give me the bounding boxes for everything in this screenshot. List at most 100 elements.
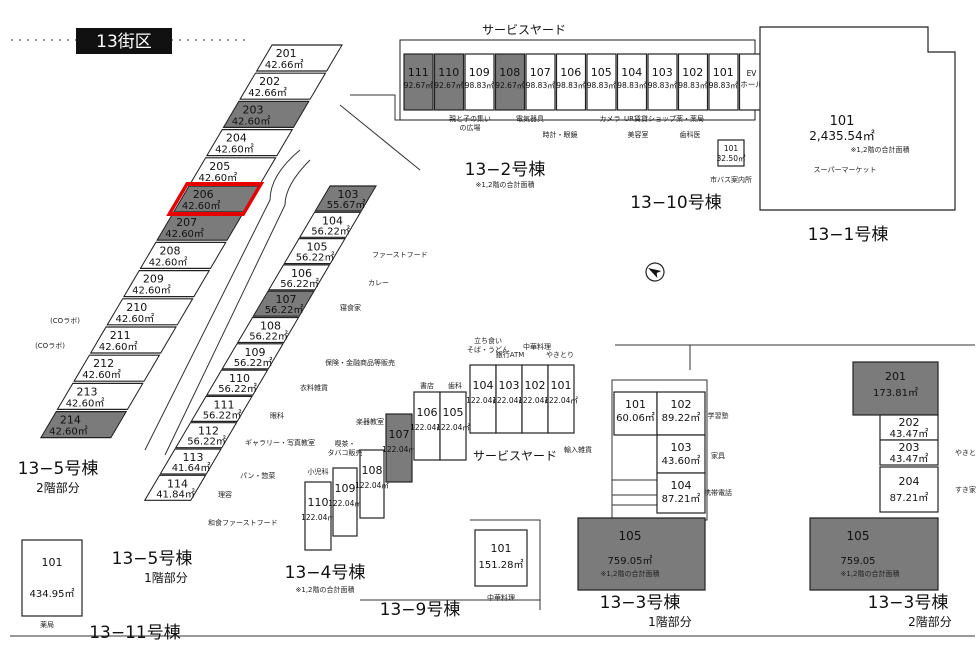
unit-13-1-101[interactable] [759, 26, 956, 211]
unit-area: 2,435.54㎡ [809, 129, 874, 143]
unit-13-2-102[interactable] [677, 53, 709, 111]
unit-number: 202 [259, 75, 280, 88]
highlight-box [166, 182, 265, 216]
unit-13-5-201[interactable] [255, 44, 343, 72]
unit-13-5-104[interactable] [298, 211, 362, 238]
unit-13-5-214[interactable] [39, 411, 128, 439]
unit-area: 122.04㎡ [355, 481, 389, 490]
unit-13-2-105[interactable] [586, 53, 617, 111]
unit-13-2-107[interactable] [525, 53, 556, 111]
unit-13-10-101[interactable] [717, 139, 745, 167]
unit-13-11-101[interactable] [21, 539, 83, 617]
unit-13-2-103[interactable] [647, 53, 678, 111]
unit-13-2-104[interactable] [616, 53, 648, 111]
tenant-label: 歯科 [448, 381, 462, 390]
unit-area: 42.60㎡ [165, 228, 204, 240]
unit-13-3-204[interactable] [879, 466, 939, 513]
unit-13-4-108[interactable] [359, 449, 385, 519]
unit-13-5-114[interactable] [143, 474, 207, 501]
unit-area: 56.22㎡ [218, 383, 257, 395]
service-yard-label: サービスヤード [473, 449, 557, 463]
unit-13-2-111[interactable] [403, 53, 434, 111]
unit-13-3-103[interactable] [656, 434, 706, 474]
unit-13-5-209[interactable] [122, 270, 211, 298]
unit-13-4-105[interactable] [439, 391, 467, 461]
unit-13-2-101[interactable] [708, 53, 739, 111]
unit-number: 104 [621, 66, 642, 79]
unit-13-5-110[interactable] [205, 369, 269, 396]
unit-13-3-104[interactable] [656, 472, 706, 514]
building-13-5: 20142.66㎡20242.66㎡20342.60㎡20442.60㎡2054… [35, 44, 343, 439]
unit-number: 101 [830, 114, 855, 129]
unit-number: 108 [499, 66, 520, 79]
building-label: 13−4号棟 [285, 563, 366, 583]
unit-13-5-202[interactable] [239, 72, 327, 100]
unit-13-2-109[interactable] [464, 53, 495, 111]
unit-area: 60.06㎡ [616, 412, 655, 424]
unit-13-4-104[interactable] [469, 364, 497, 434]
unit-13-5-210[interactable] [106, 298, 194, 326]
tenant-label: 親と子の集いの広場 [449, 114, 491, 132]
unit-13-5-213[interactable] [56, 382, 144, 410]
unit-number: 207 [176, 216, 197, 229]
unit-13-3-203[interactable] [879, 439, 939, 466]
unit-13-5-106[interactable] [267, 264, 331, 291]
unit-number: 110 [438, 66, 459, 79]
unit-13-5-203[interactable] [222, 100, 310, 129]
district-label: 13街区 [96, 32, 152, 52]
floor-label: 1階部分 [144, 570, 188, 585]
unit-area: 42.60㎡ [182, 200, 221, 212]
unit-13-5-107[interactable] [252, 290, 315, 317]
unit-13-5-212[interactable] [73, 354, 161, 382]
tenant-label: 和食ファーストフード [208, 518, 278, 527]
unit-13-4-110[interactable] [304, 481, 332, 551]
unit-13-9-101[interactable] [474, 529, 528, 587]
unit-number: 106 [560, 66, 581, 79]
unit-13-5-111[interactable] [190, 395, 253, 422]
unit-number: 105 [847, 529, 870, 543]
unit-13-3-105[interactable] [809, 517, 939, 591]
unit-number: 202 [899, 416, 920, 429]
unit-number: 103 [671, 441, 692, 454]
unit-13-5-204[interactable] [205, 129, 294, 157]
building-note: ※1,2階の合計面積 [851, 145, 910, 154]
unit-13-4-109[interactable] [332, 467, 358, 537]
unit-13-2-106[interactable] [555, 53, 587, 111]
unit-13-5-113[interactable] [159, 448, 222, 475]
building-label: 13−3号棟 [600, 593, 681, 613]
unit-13-5-105[interactable] [283, 238, 346, 265]
unit-13-5-103[interactable] [314, 185, 377, 212]
unit-area: 42.60㎡ [66, 397, 105, 409]
unit-number: 210 [126, 301, 147, 314]
unit-13-3-102[interactable] [656, 391, 706, 436]
unit-13-4-102[interactable] [521, 364, 549, 434]
building-label: 13−9号棟 [380, 600, 461, 620]
building-note: ※1,2階の合計面積 [841, 569, 900, 578]
unit-number: 107 [276, 293, 297, 306]
unit-13-5-208[interactable] [139, 241, 227, 269]
unit-area: 56.22㎡ [311, 225, 350, 237]
unit-13-3-202[interactable] [879, 414, 939, 441]
unit-area: 173.81㎡ [873, 387, 918, 399]
tenant-label: すき家 [955, 485, 976, 494]
unit-area: 92.67㎡ [495, 81, 524, 90]
unit-13-5-112[interactable] [174, 422, 238, 449]
unit-area: 98.83㎡ [678, 81, 707, 90]
unit-number: 214 [60, 414, 81, 427]
unit-13-5-109[interactable] [221, 343, 284, 370]
unit-area: 92.67㎡ [434, 81, 463, 90]
unit-13-2-110[interactable] [433, 53, 465, 111]
unit-13-2-108[interactable] [494, 53, 526, 111]
unit-number: 212 [93, 357, 114, 370]
unit-13-5-108[interactable] [236, 316, 300, 344]
unit-13-3-105[interactable] [577, 517, 706, 591]
tenant-label: 時計・眼鏡 [543, 130, 578, 139]
unit-area: 32.50㎡ [717, 154, 746, 163]
unit-number: 201 [276, 47, 297, 60]
unit-13-4-107[interactable] [385, 413, 413, 483]
unit-13-4-101[interactable] [547, 364, 575, 434]
unit-number: 107 [530, 66, 551, 79]
unit-13-5-211[interactable] [89, 326, 177, 354]
